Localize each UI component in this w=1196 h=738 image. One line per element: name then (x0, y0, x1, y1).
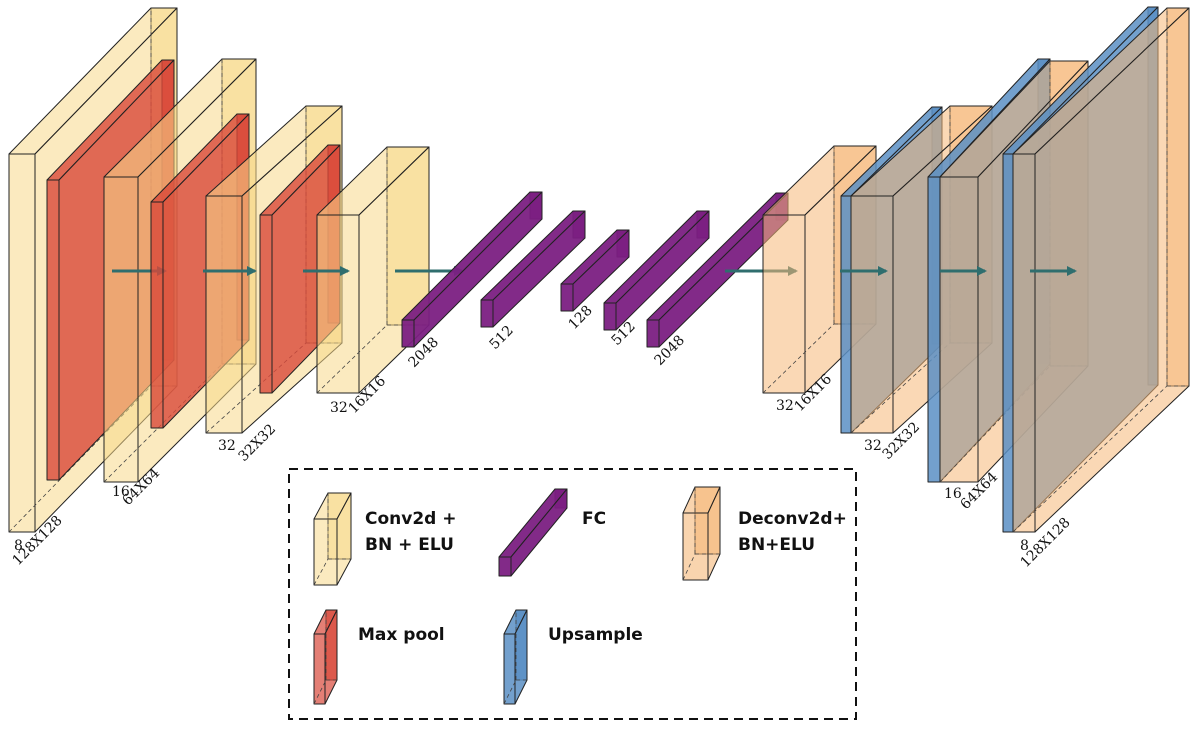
deconv2-depth-label: 32 (864, 438, 882, 454)
legend-fc-label: FC (582, 509, 606, 529)
legend-upsample-icon (503, 609, 528, 705)
network-blocks (8, 6, 1190, 533)
legend-deconv-label-line2: BN+ELU (738, 535, 815, 555)
legend-upsample-label: Upsample (548, 625, 643, 645)
legend-icons (313, 486, 721, 705)
legend-conv-label-line1: Conv2d + (365, 509, 457, 529)
deconv4-block (1012, 7, 1190, 533)
deconv4-depth-label: 8 (1020, 538, 1029, 554)
legend-deconv-label-line1: Deconv2d+ (738, 509, 847, 529)
conv4-depth-label: 32 (330, 400, 348, 416)
deconv3-depth-label: 16 (944, 486, 962, 502)
fc4-block (603, 210, 710, 331)
conv3-depth-label: 32 (218, 438, 236, 454)
legend-maxpool-icon (313, 609, 338, 705)
fc1-block (401, 191, 543, 348)
legend-conv-label-line2: BN + ELU (365, 535, 454, 555)
legend-border (288, 468, 857, 720)
legend-maxpool-label: Max pool (358, 625, 445, 645)
legend-deconv-icon (682, 486, 721, 581)
legend: Conv2d + BN + ELU FC Deconv2d+ BN+ELU Ma… (288, 468, 857, 720)
conv2-depth-label: 16 (112, 484, 130, 500)
legend-conv-icon (313, 492, 352, 586)
fc2-block (480, 210, 586, 328)
legend-fc-icon (498, 488, 568, 577)
conv1-depth-label: 8 (14, 538, 23, 554)
deconv1-depth-label: 32 (776, 398, 794, 414)
fc3-block (560, 229, 630, 312)
